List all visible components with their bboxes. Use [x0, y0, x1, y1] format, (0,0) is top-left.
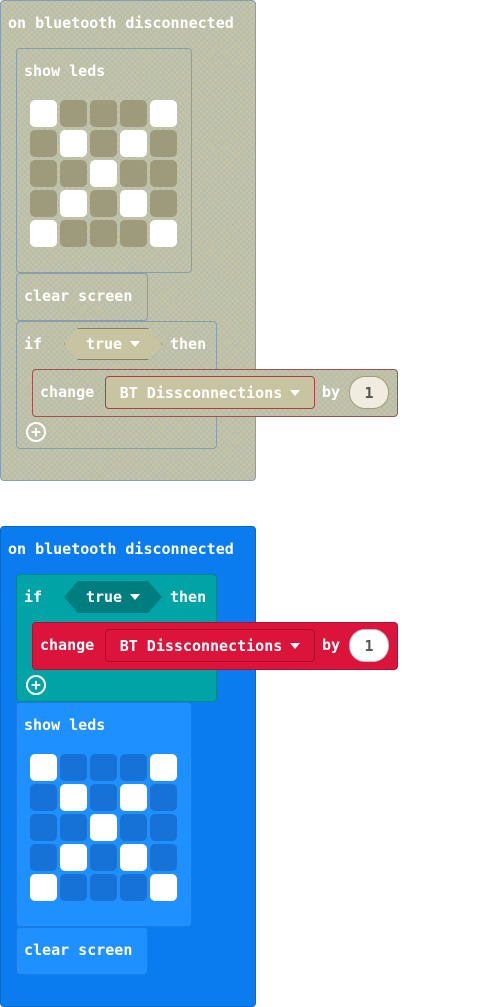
led-cell[interactable] — [150, 100, 177, 127]
disabled-clear-screen-block[interactable] — [16, 273, 148, 321]
led-cell[interactable] — [60, 130, 87, 157]
led-cell[interactable] — [150, 160, 177, 187]
led-cell[interactable] — [30, 100, 57, 127]
led-cell[interactable] — [30, 130, 57, 157]
led-cell[interactable] — [90, 784, 117, 811]
disabled-clear-screen-label: clear screen — [24, 287, 133, 305]
disabled-condition-dropdown[interactable]: true — [64, 328, 162, 360]
variable-dropdown[interactable]: BT Dissconnections — [105, 629, 315, 662]
disabled-amount-input[interactable]: 1 — [349, 376, 389, 409]
led-cell[interactable] — [120, 754, 147, 781]
led-cell[interactable] — [120, 100, 147, 127]
led-cell[interactable] — [90, 190, 117, 217]
clear-screen-block[interactable] — [16, 927, 148, 975]
led-cell[interactable] — [30, 754, 57, 781]
led-cell[interactable] — [60, 814, 87, 841]
led-cell[interactable] — [150, 190, 177, 217]
led-cell[interactable] — [30, 874, 57, 901]
led-cell[interactable] — [60, 844, 87, 871]
led-cell[interactable] — [60, 784, 87, 811]
disabled-event-label: on bluetooth disconnected — [8, 14, 234, 32]
chevron-down-icon — [290, 389, 301, 396]
led-cell[interactable] — [120, 874, 147, 901]
led-cell[interactable] — [90, 100, 117, 127]
condition-value: true — [85, 588, 123, 606]
chevron-down-icon — [130, 594, 141, 600]
disabled-variable-dropdown[interactable]: BT Dissconnections — [105, 376, 315, 409]
led-cell[interactable] — [150, 784, 177, 811]
led-cell[interactable] — [150, 754, 177, 781]
by-label: by — [322, 636, 341, 654]
led-cell[interactable] — [120, 844, 147, 871]
led-cell[interactable] — [150, 130, 177, 157]
led-cell[interactable] — [90, 754, 117, 781]
led-cell[interactable] — [150, 220, 177, 247]
chevron-down-icon — [290, 642, 301, 649]
variable-name: BT Dissconnections — [119, 636, 283, 655]
event-label: on bluetooth disconnected — [8, 540, 234, 558]
then-label: then — [170, 588, 207, 606]
disabled-condition-value: true — [85, 335, 123, 353]
disabled-by-label: by — [322, 383, 341, 401]
condition-dropdown[interactable]: true — [64, 581, 162, 613]
disabled-show-leds-label: show leds — [24, 62, 106, 80]
led-cell[interactable] — [30, 784, 57, 811]
led-cell[interactable] — [150, 874, 177, 901]
led-grid[interactable] — [30, 754, 177, 901]
amount-input[interactable]: 1 — [349, 629, 389, 662]
show-leds-label: show leds — [24, 716, 106, 734]
led-cell[interactable] — [60, 100, 87, 127]
led-cell[interactable] — [60, 874, 87, 901]
disabled-variable-name: BT Dissconnections — [119, 383, 283, 402]
led-cell[interactable] — [30, 160, 57, 187]
led-cell[interactable] — [30, 190, 57, 217]
led-cell[interactable] — [90, 220, 117, 247]
led-cell[interactable] — [60, 190, 87, 217]
disabled-then-label: then — [170, 335, 207, 353]
chevron-down-icon — [130, 341, 141, 347]
led-cell[interactable] — [150, 814, 177, 841]
led-cell[interactable] — [120, 190, 147, 217]
led-cell[interactable] — [90, 130, 117, 157]
led-cell[interactable] — [120, 814, 147, 841]
disabled-change-label: change — [40, 383, 95, 401]
led-cell[interactable] — [150, 844, 177, 871]
led-cell[interactable] — [60, 160, 87, 187]
led-cell[interactable] — [90, 160, 117, 187]
led-cell[interactable] — [60, 220, 87, 247]
led-cell[interactable] — [90, 874, 117, 901]
led-cell[interactable] — [120, 220, 147, 247]
disabled-add-else-icon[interactable]: + — [26, 422, 46, 442]
led-cell[interactable] — [90, 814, 117, 841]
led-cell[interactable] — [30, 220, 57, 247]
led-cell[interactable] — [120, 784, 147, 811]
disabled-led-grid[interactable] — [30, 100, 177, 247]
led-cell[interactable] — [30, 844, 57, 871]
led-cell[interactable] — [120, 160, 147, 187]
add-else-icon[interactable]: + — [26, 675, 46, 695]
led-cell[interactable] — [30, 814, 57, 841]
if-label: if — [24, 588, 43, 606]
led-cell[interactable] — [90, 844, 117, 871]
clear-screen-label: clear screen — [24, 941, 133, 959]
led-cell[interactable] — [120, 130, 147, 157]
led-cell[interactable] — [60, 754, 87, 781]
disabled-if-label: if — [24, 335, 43, 353]
change-label: change — [40, 636, 95, 654]
